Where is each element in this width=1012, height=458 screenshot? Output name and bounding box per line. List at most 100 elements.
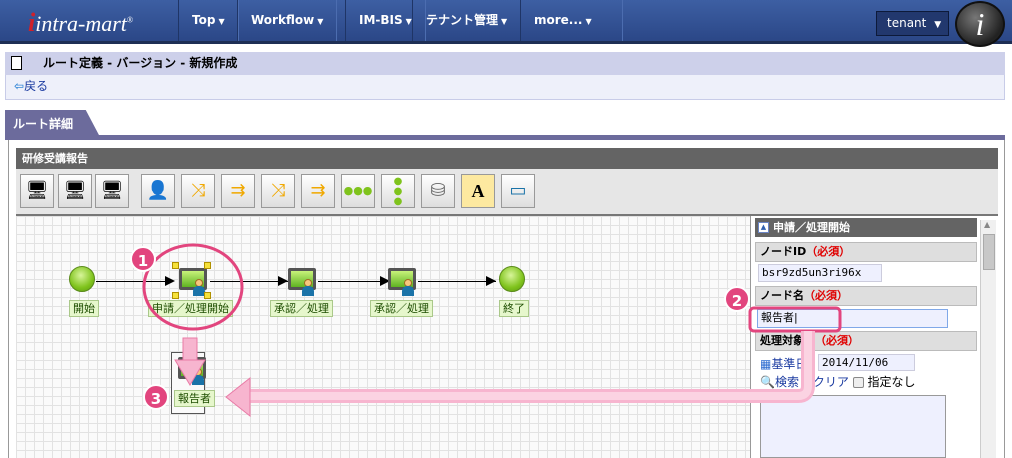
top-nav-bar: iintra-mart® Top▼ Workflow▼ IM-BIS▼ テナント… (0, 0, 1012, 47)
nav-label: IM-BIS (359, 13, 403, 27)
pink-arrowhead-left-icon (225, 376, 251, 418)
scroll-thumb[interactable] (983, 234, 995, 270)
caret-down-icon: ▼ (501, 17, 508, 26)
node-label-approve-2: 承認／処理 (370, 300, 433, 317)
user-avatar[interactable]: i (955, 1, 1005, 47)
nav-label: Workflow (251, 13, 315, 27)
search-label: 検索 (774, 375, 799, 389)
node-label-end: 終了 (499, 300, 529, 317)
edge (96, 281, 170, 282)
required-mark: （必須） (804, 289, 848, 302)
nav-label: Top (192, 13, 216, 27)
page-title: ルート定義 - バージョン - 新規作成 (5, 52, 1005, 75)
none-checkbox[interactable] (852, 377, 864, 388)
label-text: ノードID (760, 245, 807, 258)
route-panel (8, 140, 1005, 458)
magnifier-icon: 🔍 (760, 375, 775, 389)
base-date-label: 基準日 (771, 357, 808, 371)
tool-join[interactable]: ⇉ (221, 174, 255, 208)
tool-system-node[interactable]: 🖥 (95, 174, 129, 208)
panel-scrollbar[interactable]: ▲ (980, 220, 996, 458)
caret-down-icon: ▼ (934, 20, 942, 30)
end-node-icon[interactable] (499, 266, 525, 292)
node-id-label: ノードID（必須） (755, 242, 977, 262)
tool-vertical-line[interactable]: ●●● (381, 174, 415, 208)
tenant-dropdown[interactable]: tenant ▼ (876, 11, 949, 36)
clear-label: クリア (812, 375, 849, 389)
selection-handle[interactable] (172, 262, 179, 269)
pink-arrow-inner (240, 331, 812, 400)
back-row: ⇦戻る (5, 75, 1005, 100)
person-icon (193, 279, 205, 296)
calendar-icon: ▦ (760, 357, 772, 371)
node-label-new: 報告者 (174, 390, 215, 407)
clipboard-icon (11, 56, 22, 70)
start-node-icon[interactable] (69, 266, 95, 292)
node-id-field[interactable]: bsr9zd5un3ri96x (758, 264, 882, 282)
selection-handle[interactable] (172, 292, 179, 299)
edge (318, 281, 390, 282)
base-date-link[interactable]: ▦基準日 (760, 355, 807, 372)
intra-mart-logo[interactable]: iintra-mart® (28, 8, 133, 37)
caret-down-icon: ▼ (218, 17, 225, 26)
edge (210, 281, 288, 282)
selection-handle[interactable] (204, 262, 211, 269)
nav-im-bis[interactable]: IM-BIS▼ (345, 0, 426, 41)
tab-route-detail[interactable]: ルート詳細 (5, 110, 100, 137)
required-mark: （必須） (806, 245, 851, 258)
node-name-input[interactable]: 報告者| (757, 309, 948, 328)
tool-annotation[interactable]: A (461, 174, 495, 208)
properties-title-text: 申請／処理開始 (773, 221, 850, 234)
nav-workflow[interactable]: Workflow▼ (237, 0, 338, 41)
tool-dummy-node[interactable]: ●●● (341, 174, 375, 208)
tool-vertical-branch[interactable]: ⤨ (261, 174, 295, 208)
logo-text: intra-mart (35, 11, 127, 36)
caret-down-icon: ▼ (405, 17, 412, 26)
scroll-up-icon[interactable]: ▲ (984, 220, 991, 229)
node-name-value: 報告者 (761, 311, 794, 324)
arrowhead-icon (165, 276, 175, 286)
node-label-approve-1: 承認／処理 (270, 300, 333, 317)
collapse-icon[interactable]: ▲ (758, 222, 769, 233)
nav-top[interactable]: Top▼ (178, 0, 239, 41)
route-canvas[interactable] (16, 216, 750, 458)
arrowhead-icon (380, 276, 390, 286)
arrowhead-icon (486, 276, 496, 286)
search-link[interactable]: 🔍検索 (760, 375, 799, 389)
none-label: 指定なし (867, 375, 916, 389)
pink-arrow-down-body (182, 337, 198, 363)
person-icon (302, 279, 314, 296)
tool-approval-node[interactable]: 🖥 (58, 174, 92, 208)
tool-panel[interactable]: ▭ (501, 174, 535, 208)
pink-arrow-down-icon (174, 359, 206, 386)
person-icon (402, 279, 414, 296)
highlight-circle (142, 243, 244, 331)
highlight-rect (748, 306, 842, 333)
tool-branch[interactable]: ⤨ (181, 174, 215, 208)
step-badge-3: 3 (143, 384, 169, 410)
node-label-start: 開始 (69, 300, 99, 317)
step-badge-1: 1 (130, 246, 156, 272)
tool-process-node[interactable]: 🖥 (20, 174, 54, 208)
edge (418, 281, 496, 282)
caret-down-icon: ▼ (317, 17, 324, 26)
back-link[interactable]: ⇦戻る (14, 79, 48, 93)
tool-database[interactable]: ⛁ (421, 174, 455, 208)
caret-down-icon: ▼ (585, 17, 592, 26)
tool-user-node[interactable]: 👤 (141, 174, 175, 208)
tab-underline (5, 135, 1005, 140)
selection-handle[interactable] (204, 292, 211, 299)
base-date-field[interactable]: 2014/11/06 (818, 354, 915, 371)
back-arrow-icon: ⇦ (14, 79, 25, 93)
target-list[interactable] (760, 395, 946, 458)
label-text: ノード名 (760, 289, 804, 302)
nav-label: more... (534, 13, 583, 27)
nav-more[interactable]: more...▼ (520, 0, 623, 41)
tool-vertical-join[interactable]: ⇉ (301, 174, 335, 208)
step-badge-2: 2 (724, 286, 750, 312)
node-label-apply: 申請／処理開始 (148, 300, 233, 317)
arrowhead-icon (278, 276, 288, 286)
back-label: 戻る (24, 79, 49, 93)
pink-arrow-body (240, 331, 815, 403)
